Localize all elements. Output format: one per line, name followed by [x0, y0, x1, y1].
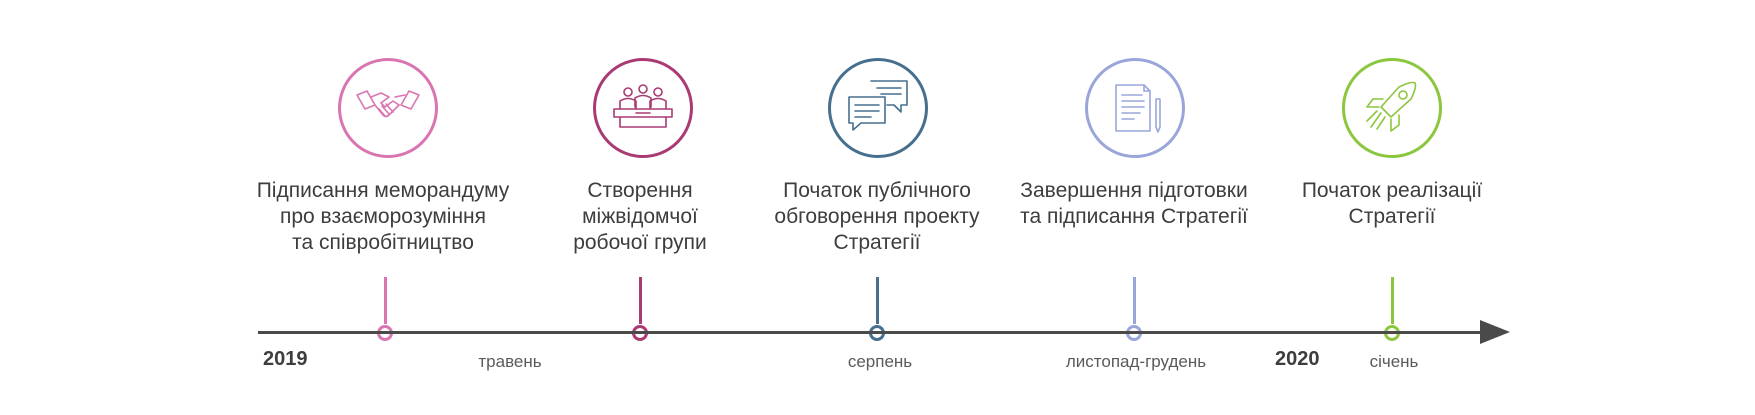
milestone-title: Завершення підготовки та підписання Стра…: [1020, 179, 1248, 228]
milestone-title: Початок реалізації Стратегії: [1301, 179, 1483, 228]
month-label: січень: [1369, 352, 1419, 371]
meeting-table-icon: [592, 57, 694, 159]
year-label-2020: 2020: [1275, 348, 1320, 370]
chat-bubbles-icon: [827, 57, 929, 159]
milestone-title: Створення міжвідомчої робочої групи: [573, 179, 707, 254]
timeline-arrow-head: [1480, 320, 1510, 344]
milestone-stem: [1132, 277, 1136, 324]
milestone-stem: [383, 277, 387, 324]
timeline-axis: [258, 331, 1493, 334]
milestone-title: Початок публічного обговорення проекту С…: [774, 179, 980, 254]
milestone-title: Підписання меморандуму про взаєморозумін…: [256, 179, 510, 254]
milestone-stem: [875, 277, 879, 324]
month-label: травень: [478, 352, 542, 371]
rocket-icon: [1341, 57, 1443, 159]
month-label: листопад-грудень: [1065, 352, 1207, 371]
handshake-icon: [337, 57, 439, 159]
milestone-stem: [1390, 277, 1394, 324]
year-label-2019: 2019: [263, 348, 308, 370]
month-label: серпень: [847, 352, 913, 371]
document-pen-icon: [1084, 57, 1186, 159]
milestone-stem: [638, 277, 642, 324]
